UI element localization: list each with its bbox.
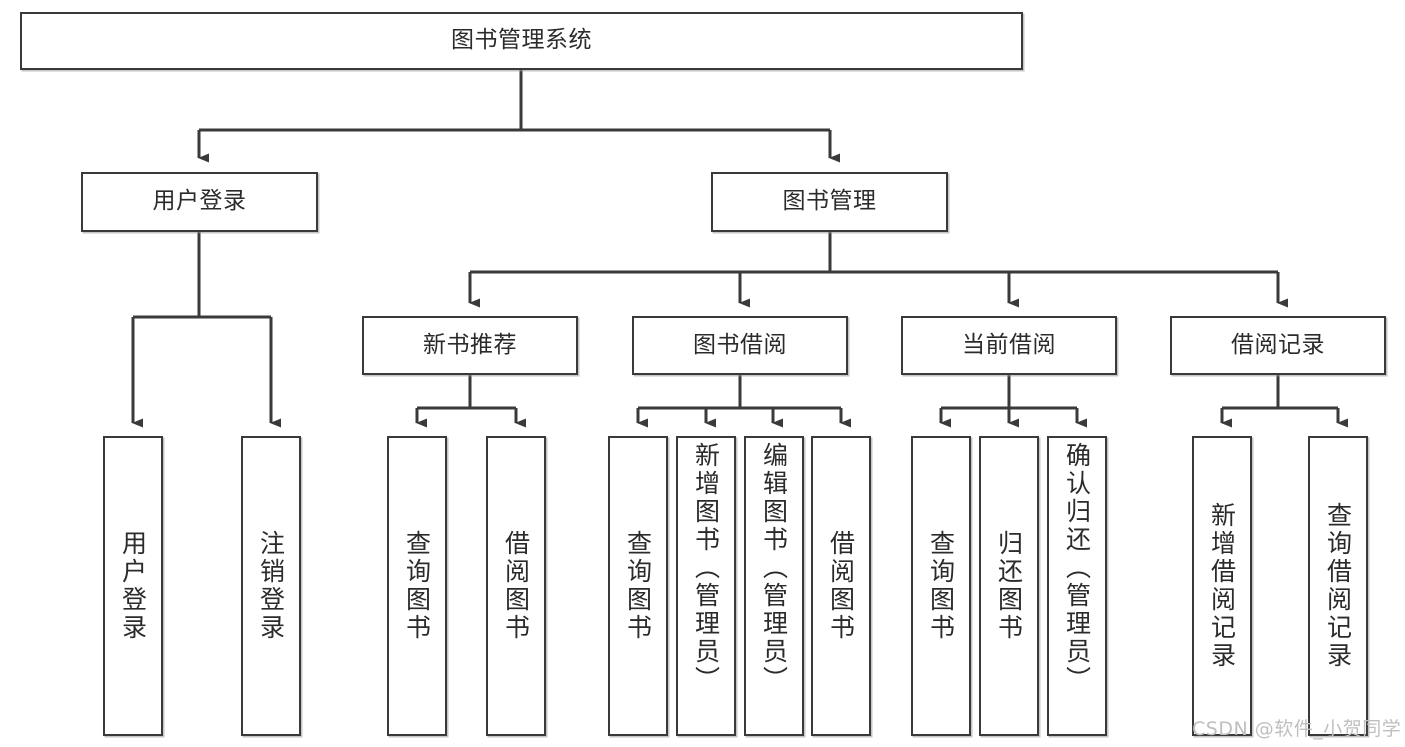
leaf-query-borrow-record[interactable]: 查询借阅记录 xyxy=(1308,436,1368,736)
node-label: 新增借阅记录 xyxy=(1207,502,1237,670)
node-label: 新书推荐 xyxy=(423,331,517,358)
leaf-query-book-current[interactable]: 查询图书 xyxy=(911,436,971,736)
node-label: 查询借阅记录 xyxy=(1323,502,1353,670)
node-label: 借阅图书 xyxy=(501,530,531,642)
leaf-confirm-return-admin[interactable]: 确认归还（管理员） xyxy=(1047,436,1107,736)
node-user-login[interactable]: 用户登录 xyxy=(81,172,318,232)
node-label: 借阅图书 xyxy=(826,530,856,642)
node-label: 查询图书 xyxy=(402,530,432,642)
node-label: 新增图书（管理员） xyxy=(691,442,721,694)
node-label: 图书借阅 xyxy=(693,331,787,358)
leaf-user-login[interactable]: 用户登录 xyxy=(103,436,163,736)
node-label: 图书管理 xyxy=(782,188,877,215)
leaf-borrow-book[interactable]: 借阅图书 xyxy=(811,436,871,736)
node-label: 查询图书 xyxy=(623,530,653,642)
node-label: 图书管理系统 xyxy=(451,27,592,54)
node-book-management[interactable]: 图书管理 xyxy=(711,172,948,232)
node-borrowing-record[interactable]: 借阅记录 xyxy=(1170,316,1386,375)
leaf-query-book-borrow[interactable]: 查询图书 xyxy=(608,436,668,736)
node-label: 编辑图书（管理员） xyxy=(759,442,789,694)
node-label: 借阅记录 xyxy=(1231,331,1325,358)
leaf-borrow-book-recommend[interactable]: 借阅图书 xyxy=(486,436,546,736)
node-root-book-management-system[interactable]: 图书管理系统 xyxy=(20,12,1023,70)
node-label: 用户登录 xyxy=(152,188,247,215)
leaf-return-book[interactable]: 归还图书 xyxy=(979,436,1039,736)
leaf-query-book-recommend[interactable]: 查询图书 xyxy=(387,436,447,736)
leaf-add-book-admin[interactable]: 新增图书（管理员） xyxy=(676,436,736,736)
leaf-edit-book-admin[interactable]: 编辑图书（管理员） xyxy=(744,436,804,736)
node-new-book-recommendation[interactable]: 新书推荐 xyxy=(362,316,578,375)
node-label: 查询图书 xyxy=(926,530,956,642)
node-label: 用户登录 xyxy=(118,530,148,642)
node-current-borrowing[interactable]: 当前借阅 xyxy=(901,316,1117,375)
node-book-borrowing[interactable]: 图书借阅 xyxy=(632,316,848,375)
node-label: 归还图书 xyxy=(994,530,1024,642)
node-label: 当前借阅 xyxy=(962,331,1056,358)
node-label: 注销登录 xyxy=(256,530,286,642)
leaf-logout[interactable]: 注销登录 xyxy=(241,436,301,736)
node-label: 确认归还（管理员） xyxy=(1062,442,1092,694)
leaf-add-borrow-record[interactable]: 新增借阅记录 xyxy=(1192,436,1252,736)
